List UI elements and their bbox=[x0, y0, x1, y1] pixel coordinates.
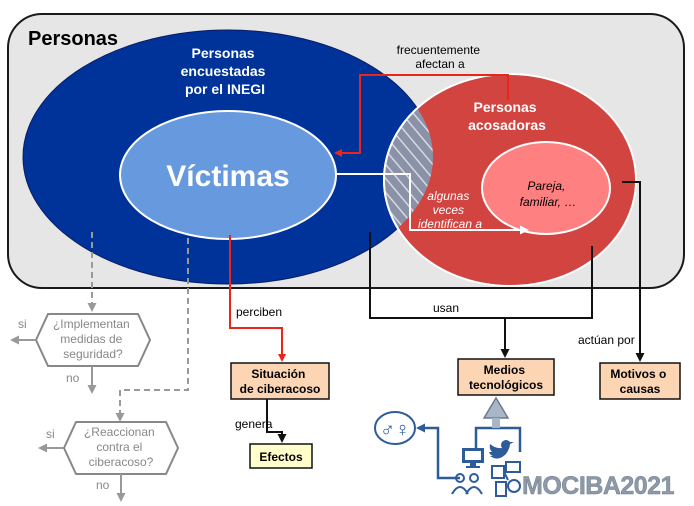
encuestadas-line2: encuestadas bbox=[181, 63, 266, 79]
gender-symbols-icon: ♂♀ bbox=[374, 411, 416, 445]
medios-line2: tecnológicos bbox=[469, 378, 543, 392]
acosadoras-label: Personas acosadoras bbox=[468, 99, 546, 133]
reaccionan-flow bbox=[115, 238, 189, 422]
identifican-line1: algunas bbox=[427, 189, 469, 203]
seguridad-label: ¿Implementan medidas de seguridad? bbox=[53, 317, 133, 361]
encuestadas-line3: por el INEGI bbox=[185, 81, 265, 97]
usan-connector bbox=[369, 232, 593, 319]
seguridad-si: si bbox=[18, 317, 27, 331]
intersection-hatch bbox=[383, 73, 433, 284]
up-triangle-icon bbox=[482, 396, 510, 419]
efectos-box bbox=[249, 443, 313, 469]
afectan-label: frecuentemente afectan a bbox=[397, 43, 484, 71]
identifican-line2: veces bbox=[433, 203, 464, 217]
pareja-ellipse bbox=[481, 141, 611, 235]
computer-icon bbox=[462, 448, 484, 468]
victimas-label: Víctimas bbox=[166, 160, 289, 193]
genera-arrow bbox=[266, 399, 287, 443]
afectan-line1: frecuentemente bbox=[397, 43, 481, 57]
situacion-box bbox=[230, 362, 330, 400]
seguridad-line3: seguridad? bbox=[63, 347, 123, 361]
motivos-label: Motivos o causas bbox=[610, 367, 669, 396]
encuestadas-line1: Personas bbox=[192, 45, 255, 61]
perciben-label: perciben bbox=[236, 305, 282, 319]
afectan-arrow bbox=[334, 74, 509, 157]
pareja-line1: Pareja, bbox=[527, 179, 565, 193]
identifican-line3: identifican a bbox=[418, 217, 482, 231]
usan-label: usan bbox=[433, 301, 459, 315]
icons-to-gender-arrow bbox=[416, 423, 460, 480]
reaccionan-no: no bbox=[96, 478, 110, 492]
seguridad-line2: medidas de bbox=[60, 332, 122, 346]
svg-text:♂♀: ♂♀ bbox=[380, 419, 410, 441]
reaccionan-line1: ¿Reaccionan bbox=[84, 425, 155, 439]
reaccionan-si: si bbox=[46, 427, 55, 441]
afectan-line2: afectan a bbox=[415, 57, 465, 71]
people-icon bbox=[451, 473, 483, 495]
watermark: MOCIBA2021 bbox=[522, 472, 675, 500]
motivos-line1: Motivos o bbox=[610, 367, 666, 381]
motivos-box bbox=[599, 362, 681, 400]
afectan-label-bg bbox=[388, 40, 492, 72]
identifican-label: algunas veces identifican a bbox=[418, 189, 482, 231]
medios-line1: Medios bbox=[484, 363, 526, 377]
acosadoras-line1: Personas bbox=[474, 99, 537, 115]
motivos-line2: causas bbox=[620, 382, 661, 396]
genera-label: genera bbox=[235, 417, 273, 431]
medios-label: Medios tecnológicos bbox=[469, 363, 543, 392]
situacion-line1: Situación bbox=[251, 367, 305, 381]
pareja-label: Pareja, familiar, … bbox=[520, 179, 577, 209]
personas-title: Personas bbox=[28, 28, 118, 50]
pareja-line2: familiar, … bbox=[520, 195, 577, 209]
identifican-arrow bbox=[336, 173, 529, 235]
reaccionan-label: ¿Reaccionan contra el ciberacoso? bbox=[84, 425, 158, 469]
reaccionan-line3: ciberacoso? bbox=[89, 455, 154, 469]
devices-icon bbox=[491, 461, 521, 497]
encuestadas-label: Personas encuestadas por el INEGI bbox=[181, 45, 270, 97]
situacion-label: Situación de ciberacoso bbox=[240, 367, 321, 396]
situacion-line2: de ciberacoso bbox=[240, 382, 321, 396]
medios-box bbox=[457, 358, 555, 396]
twitter-bird-icon bbox=[489, 440, 514, 459]
seguridad-no: no bbox=[66, 371, 80, 385]
perciben-arrow bbox=[229, 235, 286, 362]
actuan-label: actúan por bbox=[578, 333, 635, 347]
acosadoras-line2: acosadoras bbox=[468, 117, 546, 133]
efectos-label: Efectos bbox=[259, 450, 303, 464]
seguridad-line1: ¿Implementan bbox=[53, 317, 130, 331]
actuan-arrow bbox=[622, 181, 645, 362]
reaccionan-line2: contra el bbox=[96, 440, 142, 454]
